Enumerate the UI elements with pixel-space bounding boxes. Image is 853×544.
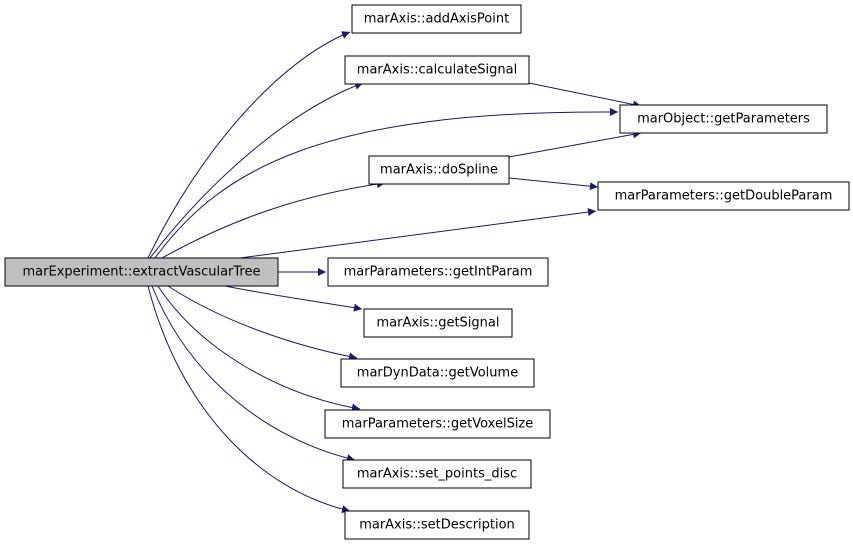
node-root[interactable]: marExperiment::extractVascularTree <box>4 257 279 287</box>
node-setPointsDisc[interactable]: marAxis::set_points_disc <box>342 459 532 489</box>
node-calculateSignal[interactable]: marAxis::calculateSignal <box>344 55 530 85</box>
edge-root-to-getSignal <box>224 285 363 312</box>
edge-root-to-doSpline <box>161 180 386 259</box>
edge-root-to-setPointsDisc <box>151 285 356 463</box>
edge-root-to-getVolume <box>167 285 358 361</box>
edge-root-to-addAxisPoint <box>147 31 351 259</box>
node-doSpline[interactable]: marAxis::doSpline <box>368 155 510 185</box>
edge-root-to-getDoubleParam <box>239 208 597 259</box>
node-addAxisPoint[interactable]: marAxis::addAxisPoint <box>351 4 522 34</box>
node-label: marExperiment::extractVascularTree <box>23 265 261 280</box>
node-label: marParameters::getVoxelSize <box>342 417 534 432</box>
node-label: marParameters::getDoubleParam <box>615 189 833 204</box>
edge-doSpline-to-getDoubleParam <box>508 177 599 191</box>
node-label: marAxis::setDescription <box>359 518 515 533</box>
edge-calculateSignal-to-getParameters <box>528 82 642 109</box>
node-getVoxelSize[interactable]: marParameters::getVoxelSize <box>324 409 551 439</box>
node-setDescription[interactable]: marAxis::setDescription <box>344 510 530 540</box>
node-label: marObject::getParameters <box>637 112 810 127</box>
edge-root-to-setDescription <box>147 285 351 514</box>
node-label: marDynData::getVolume <box>357 366 518 381</box>
node-label: marAxis::getSignal <box>377 316 500 331</box>
edge-doSpline-to-getParameters <box>508 130 642 158</box>
node-getIntParam[interactable]: marParameters::getIntParam <box>327 257 549 287</box>
node-label: marAxis::set_points_disc <box>357 467 517 482</box>
node-label: marAxis::doSpline <box>380 163 498 178</box>
node-getVolume[interactable]: marDynData::getVolume <box>340 358 535 388</box>
edge-root-to-calculateSignal <box>149 82 364 259</box>
node-label: marParameters::getIntParam <box>344 265 533 280</box>
node-label: marAxis::calculateSignal <box>357 63 517 78</box>
edge-root-to-getVoxelSize <box>157 285 361 412</box>
node-getDoubleParam[interactable]: marParameters::getDoubleParam <box>597 181 850 211</box>
node-getSignal[interactable]: marAxis::getSignal <box>363 308 513 338</box>
node-label: marAxis::addAxisPoint <box>364 12 509 27</box>
edge-root-to-getParameters <box>154 107 619 259</box>
node-getParameters[interactable]: marObject::getParameters <box>619 104 828 134</box>
